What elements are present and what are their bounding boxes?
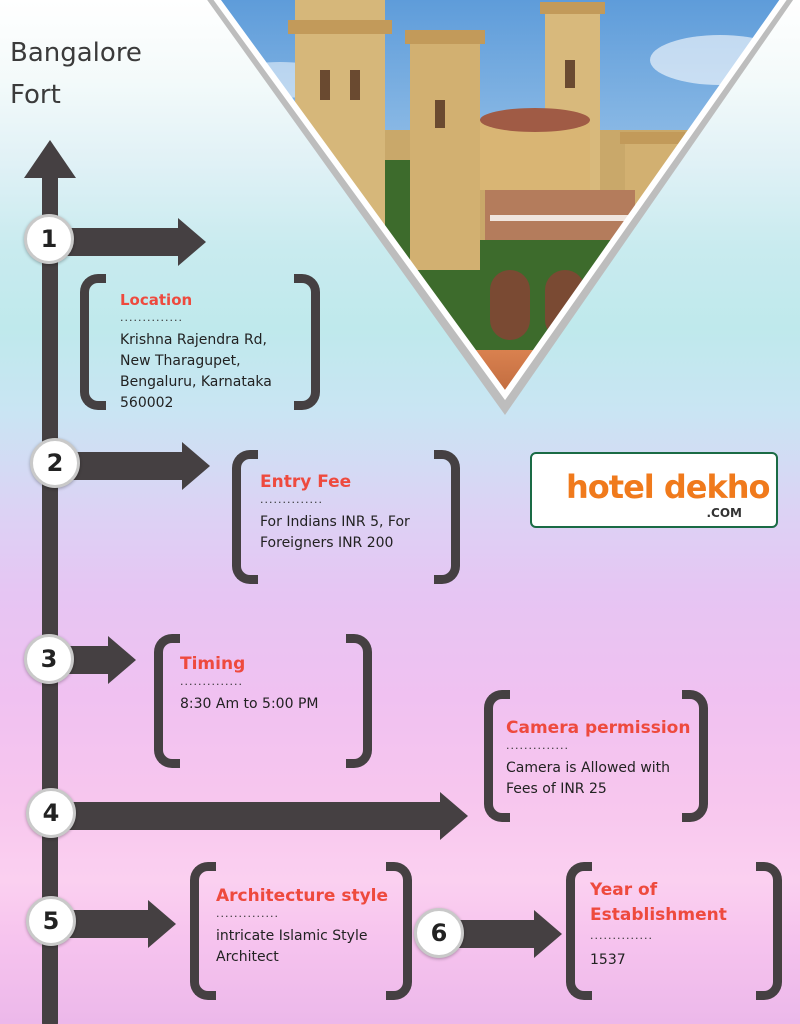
step-6-text: 1537: [590, 952, 626, 968]
step-1-box: Location .............. Krishna Rajendra…: [80, 274, 320, 411]
step-2-title: Entry Fee: [260, 472, 352, 492]
step-2-circle: 2: [30, 438, 80, 488]
step-1-text: Krishna Rajendra Rd, New Tharagupet, Ben…: [120, 332, 272, 411]
bracket-right: [294, 274, 320, 410]
step-1-title: Location: [120, 291, 193, 309]
step-4-circle: 4: [26, 788, 76, 838]
step-6-circle: 6: [414, 908, 464, 958]
bracket-left: [232, 450, 258, 584]
bracket-left: [154, 634, 180, 768]
step-3-dots: ..............: [180, 675, 243, 688]
step-4-title: Camera permission: [506, 718, 691, 738]
step-3-title: Timing: [180, 654, 246, 674]
hoteldekho-logo[interactable]: hotel dekho .COM: [530, 452, 778, 528]
bracket-left: [190, 862, 216, 1000]
step-4-box: Camera permission .............. Camera …: [484, 690, 708, 822]
step-5-box: Architecture style .............. intric…: [190, 862, 412, 1000]
step-2-dots: ..............: [260, 493, 323, 506]
bracket-right: [756, 862, 782, 1000]
bracket-left: [484, 690, 510, 822]
bracket-right: [434, 450, 460, 584]
step-3-text: 8:30 Am to 5:00 PM: [180, 696, 319, 712]
step-5-title: Architecture style: [216, 886, 389, 906]
step-5-text: intricate Islamic Style Architect: [216, 928, 368, 965]
fort-photo: [200, 0, 800, 430]
bracket-left: [80, 274, 106, 410]
step-5-dots: ..............: [216, 907, 279, 920]
bracket-right: [346, 634, 372, 768]
logo-wordmark: hotel dekho: [566, 468, 771, 506]
step-3-box: Timing .............. 8:30 Am to 5:00 PM: [154, 634, 372, 768]
step-2-text: For Indians INR 5, For Foreigners INR 20…: [260, 514, 410, 551]
page-title: Bangalore Fort: [10, 38, 142, 110]
step-3-circle: 3: [24, 634, 74, 684]
step-1-circle: 1: [24, 214, 74, 264]
step-1-arrow: [58, 218, 206, 266]
bracket-right: [386, 862, 412, 1000]
step-4-dots: ..............: [506, 739, 569, 752]
step-4-text: Camera is Allowed with Fees of INR 25: [506, 760, 671, 797]
step-5-circle: 5: [26, 896, 76, 946]
step-6-title: Year of Establishment: [590, 880, 727, 925]
bracket-left: [566, 862, 592, 1000]
bracket-right: [682, 690, 708, 822]
step-1-dots: ..............: [120, 311, 183, 324]
step-6-box: Year of Establishment .............. 153…: [566, 862, 782, 1000]
timeline-arrow-head: [24, 140, 76, 178]
step-2-box: Entry Fee .............. For Indians INR…: [232, 450, 460, 584]
logo-suffix: .COM: [706, 506, 742, 520]
step-6-dots: ..............: [590, 929, 653, 942]
step-4-arrow: [58, 792, 468, 840]
